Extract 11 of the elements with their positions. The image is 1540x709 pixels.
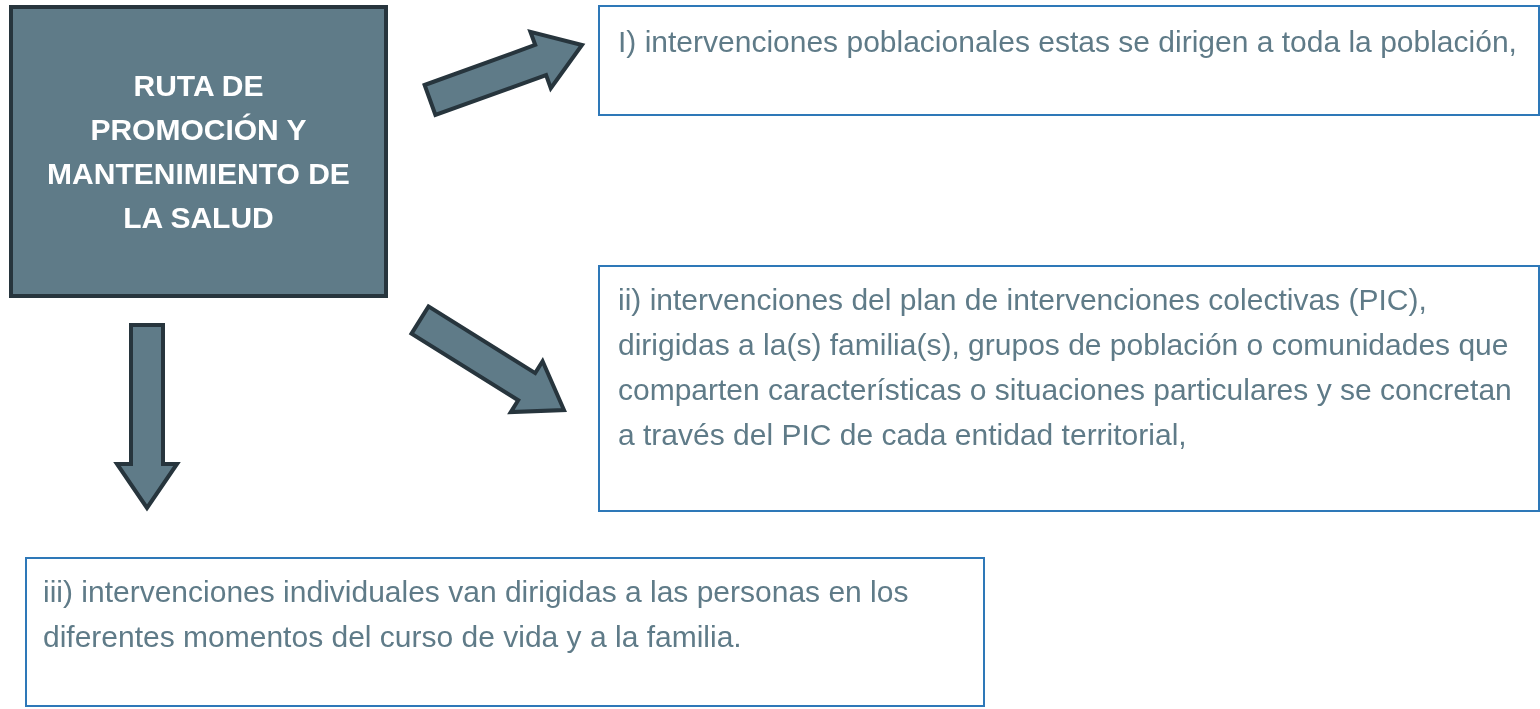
box-text: ii) intervenciones del plan de intervenciones colectivas (PIC), dirigidas a la(s) familia(s), grupos de población o comunidades que comparten características o situaciones particulares y se concretan a través del PIC de cada entidad territorial, xyxy=(618,282,1513,453)
box-text: RUTA DE PROMOCIÓN Y MANTENIMIENTO DE LA SALUD xyxy=(46,67,351,236)
block-arrow xyxy=(113,323,181,512)
block-arrow xyxy=(422,28,586,118)
box-text: I) intervenciones poblacionales estas se dirigen a toda la población, xyxy=(618,24,1518,60)
block-arrow xyxy=(408,303,567,415)
title-box xyxy=(9,5,388,298)
text-box xyxy=(598,265,1540,512)
text-box xyxy=(598,5,1540,116)
text-box xyxy=(25,557,985,707)
box-text: iii) intervenciones individuales van dirigidas a las personas en los diferentes momentos del curso de vida y a la familia. xyxy=(43,574,910,655)
